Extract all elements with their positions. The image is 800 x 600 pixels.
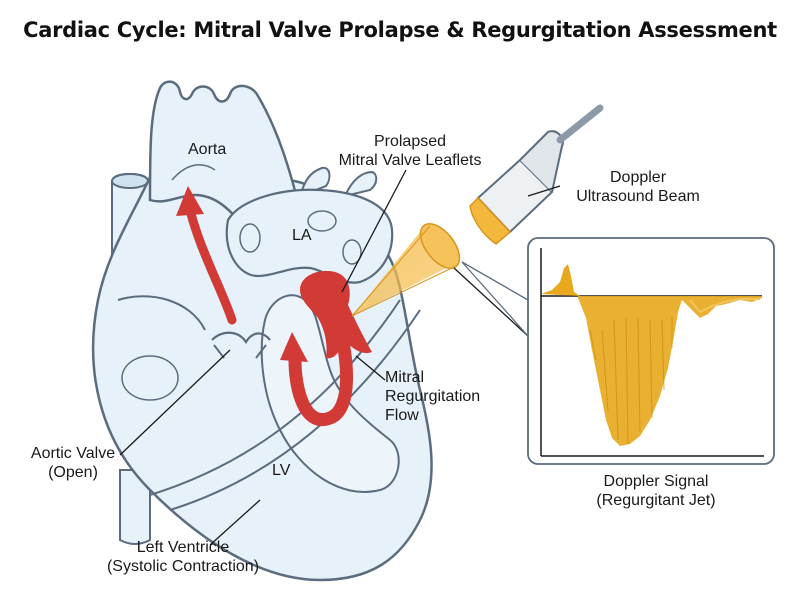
probe-cable: [556, 104, 604, 144]
label-left-atrium: LA: [292, 227, 312, 244]
label-aortic-valve: Aortic Valve (Open): [30, 445, 116, 481]
label-left-ventricle: LV: [272, 462, 291, 479]
left-atrium: [225, 188, 394, 284]
aortic-flow-arrow: [185, 205, 237, 325]
page-title: Cardiac Cycle: Mitral Valve Prolapse & R…: [23, 18, 777, 42]
signal-pre-wave: [541, 264, 580, 296]
label-aorta: Aorta: [188, 141, 227, 158]
doppler-probe: [351, 104, 604, 317]
aortic-valve: [211, 331, 271, 345]
regurgitation-flow-arrow: [288, 309, 354, 427]
label-doppler-signal: Doppler Signal (Regurgitant Jet): [596, 473, 716, 509]
label-prolapsed-leaflets: Prolapsed Mitral Valve Leaflets: [338, 133, 482, 169]
inferior-vena-cava: [119, 469, 151, 545]
blood-flow: [176, 186, 372, 427]
signal-regurgitant-envelope: [578, 296, 762, 446]
callout-lines: [119, 169, 561, 546]
doppler-signal-panel: [461, 237, 775, 465]
label-mitral-regurgitation: Mitral Regurgitation Flow: [385, 369, 481, 424]
label-lv-description: Left Ventricle (Systolic Contraction): [106, 539, 260, 575]
septum: [149, 299, 401, 496]
label-doppler-beam: Doppler Ultrasound Beam: [576, 169, 700, 205]
